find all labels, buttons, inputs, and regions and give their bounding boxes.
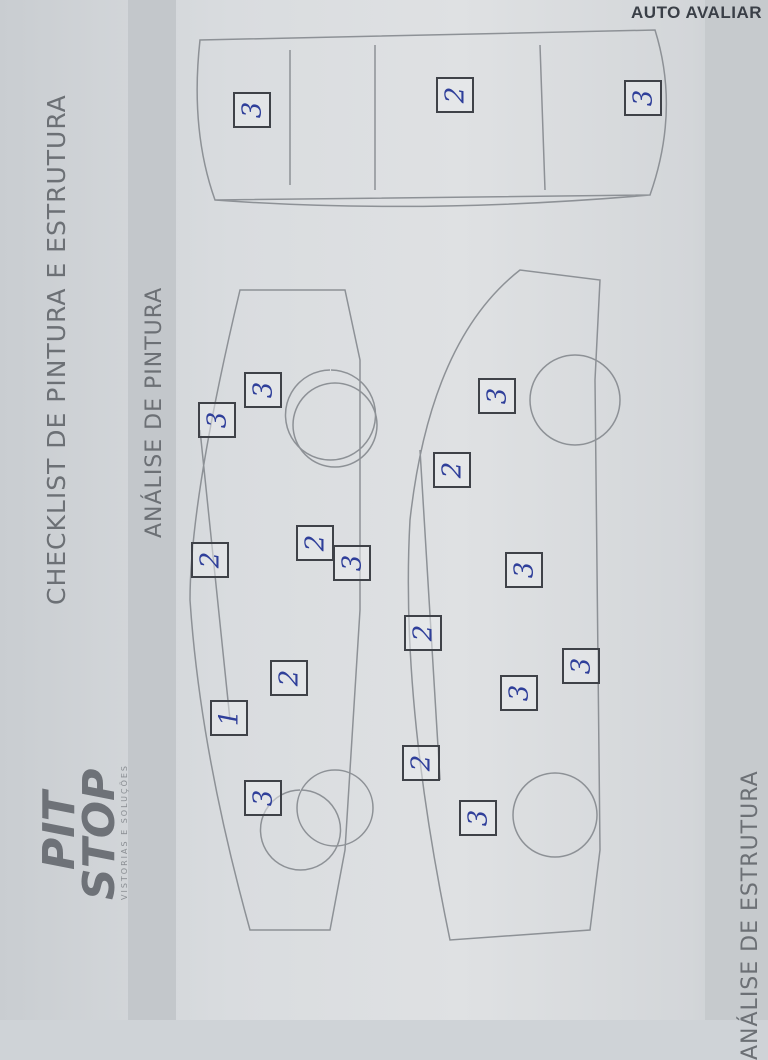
mark-box: 3 <box>233 92 271 128</box>
car-side-view-2 <box>407 269 601 941</box>
car-top-view <box>196 29 668 208</box>
mark-box: 2 <box>433 452 471 488</box>
mark-box: 3 <box>562 648 600 684</box>
mark-value: 3 <box>462 809 493 827</box>
mark-value: 2 <box>407 624 438 642</box>
mark-value: 3 <box>247 789 278 807</box>
mark-value: 2 <box>299 534 330 552</box>
mark-value: 2 <box>405 754 436 772</box>
mark-box: 3 <box>244 372 282 408</box>
mark-box: 2 <box>436 77 474 113</box>
car-side-view-1 <box>189 289 377 931</box>
mark-box: 3 <box>333 545 371 581</box>
wheel-icon <box>512 772 598 858</box>
wheel-icon <box>292 382 378 468</box>
mark-value: 3 <box>503 684 534 702</box>
mark-box: 3 <box>198 402 236 438</box>
mark-box: 3 <box>500 675 538 711</box>
header-band <box>128 0 176 1020</box>
section-band <box>705 0 768 1020</box>
mark-value: 3 <box>508 561 539 579</box>
mark-box: 1 <box>210 700 248 736</box>
wheel-icon <box>296 769 374 847</box>
mark-value: 2 <box>439 86 470 104</box>
mark-box: 3 <box>459 800 497 836</box>
mark-value: 3 <box>247 381 278 399</box>
mark-box: 2 <box>296 525 334 561</box>
mark-box: 3 <box>478 378 516 414</box>
mark-value: 3 <box>236 101 267 119</box>
mark-box: 3 <box>244 780 282 816</box>
mark-box: 2 <box>270 660 308 696</box>
watermark-text: AUTO AVALIAR <box>631 3 762 22</box>
mark-box: 3 <box>505 552 543 588</box>
mark-value: 3 <box>627 89 658 107</box>
auto-avaliar-watermark: AUTO AVALIAR <box>631 3 762 23</box>
mark-value: 2 <box>194 551 225 569</box>
wheel-icon <box>529 354 621 446</box>
mark-value: 1 <box>213 709 244 727</box>
mark-box: 2 <box>191 542 229 578</box>
mark-value: 3 <box>201 411 232 429</box>
mark-value: 2 <box>273 669 304 687</box>
mark-value: 2 <box>436 461 467 479</box>
mark-box: 2 <box>402 745 440 781</box>
mark-value: 3 <box>336 554 367 572</box>
mark-box: 2 <box>404 615 442 651</box>
car-diagrams <box>189 29 668 941</box>
mark-value: 3 <box>565 657 596 675</box>
mark-value: 3 <box>481 387 512 405</box>
mark-box: 3 <box>624 80 662 116</box>
